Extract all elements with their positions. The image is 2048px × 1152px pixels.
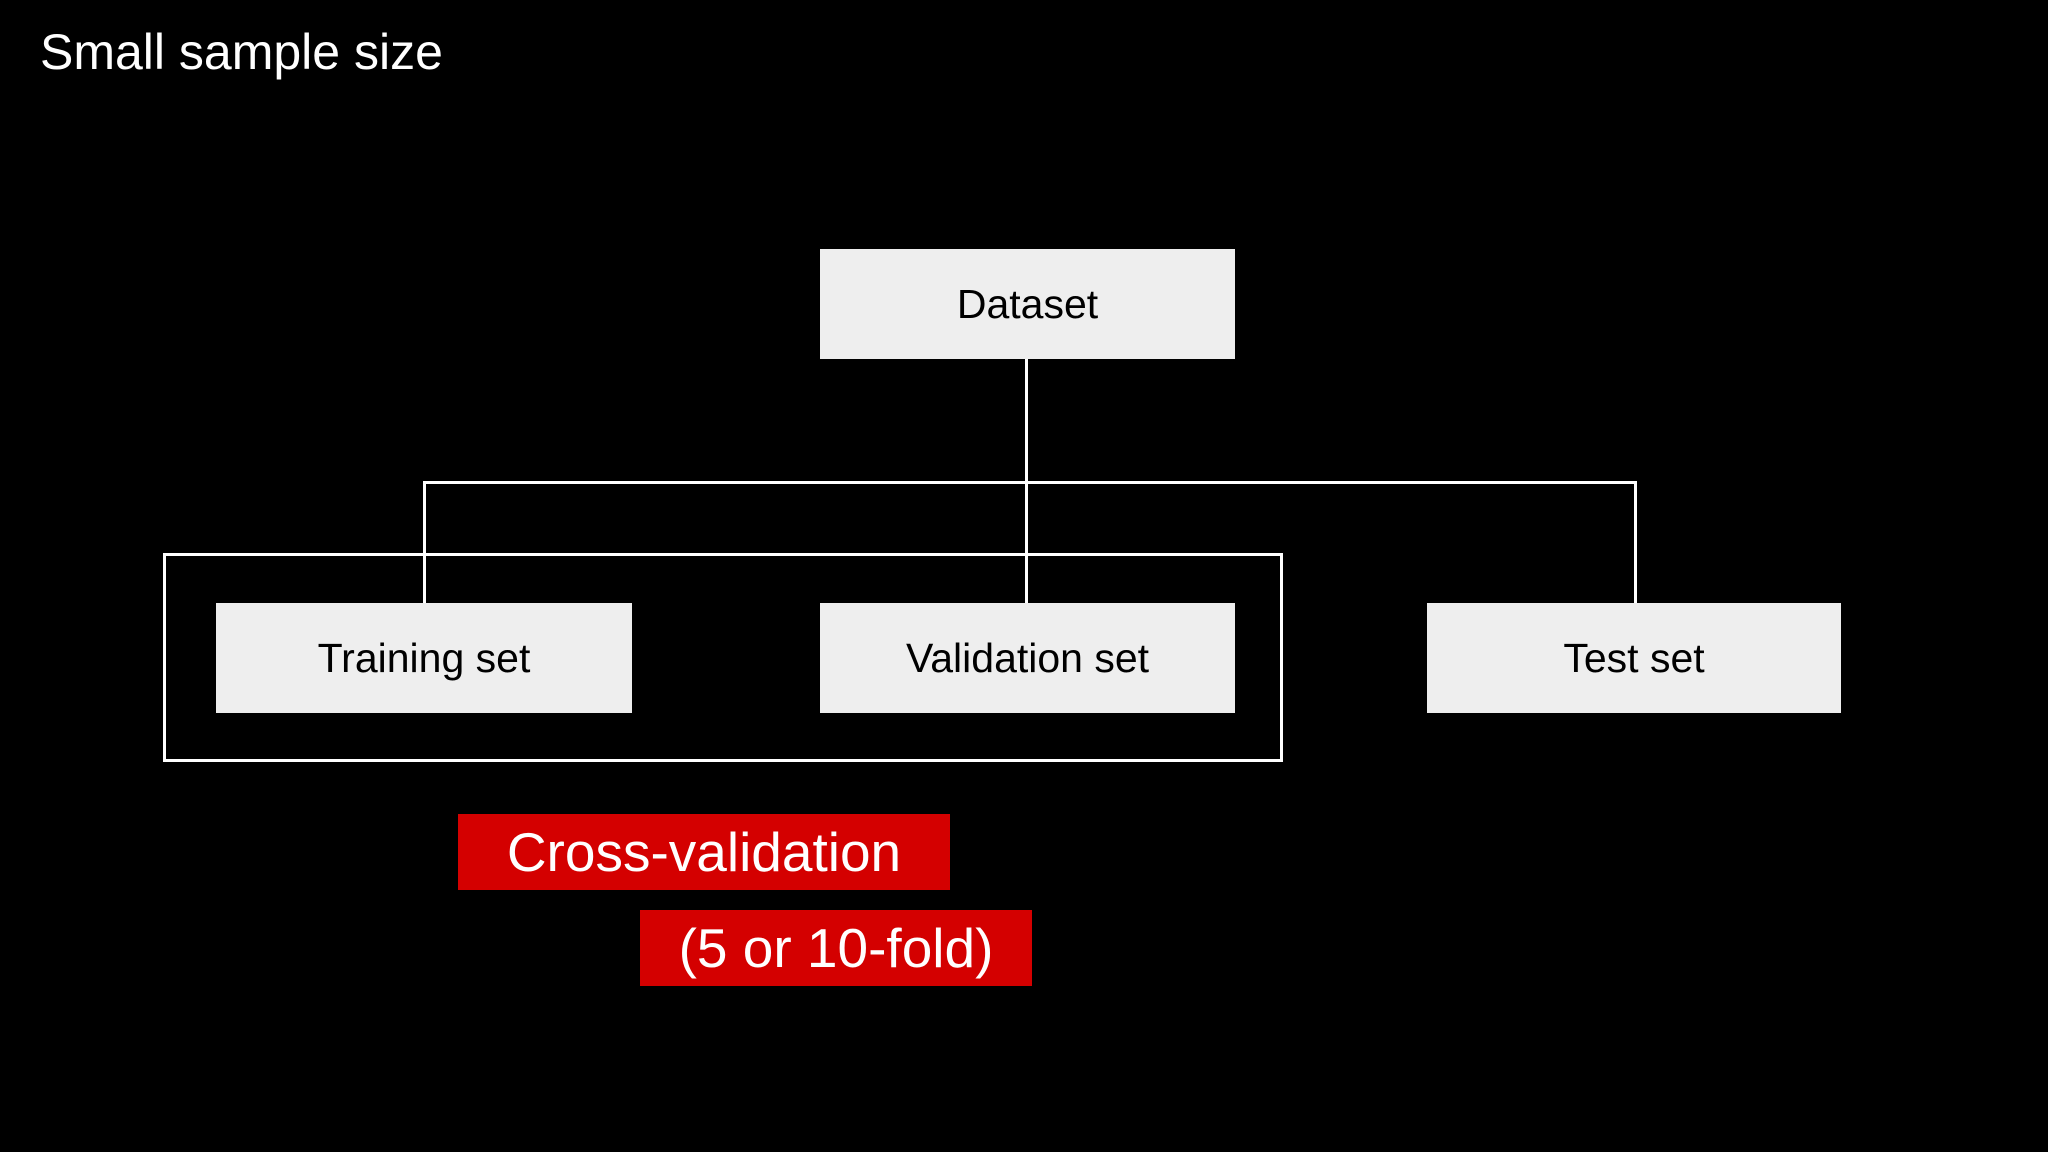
node-validation-set: Validation set bbox=[820, 603, 1235, 713]
node-test-set-label: Test set bbox=[1563, 634, 1705, 681]
cross-validation-label-line2: (5 or 10-fold) bbox=[640, 910, 1032, 986]
node-training-set: Training set bbox=[216, 603, 632, 713]
page-title: Small sample size bbox=[40, 24, 443, 80]
connector-horizontal-bar bbox=[423, 481, 1637, 484]
node-dataset-label: Dataset bbox=[956, 280, 1099, 327]
node-validation-set-label: Validation set bbox=[905, 634, 1150, 681]
node-test-set: Test set bbox=[1427, 603, 1841, 713]
cross-validation-group-box bbox=[163, 553, 1283, 762]
cross-validation-label-line1: Cross-validation bbox=[458, 814, 950, 890]
node-dataset: Dataset bbox=[820, 249, 1235, 359]
connector-drop-test bbox=[1634, 481, 1637, 604]
node-training-set-label: Training set bbox=[317, 634, 531, 681]
connector-drop-training bbox=[423, 481, 426, 604]
